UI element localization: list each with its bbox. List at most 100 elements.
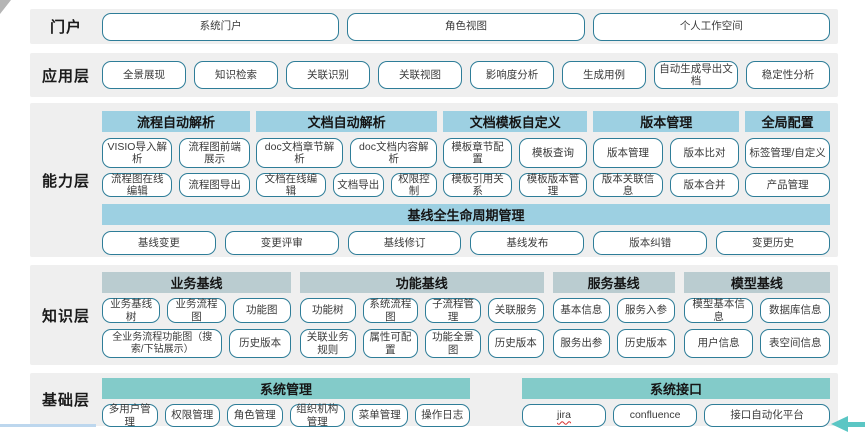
module-button[interactable]: 表空间信息 (760, 329, 831, 358)
module-button[interactable]: 基线发布 (470, 231, 585, 255)
module-button[interactable]: 版本纠错 (593, 231, 708, 255)
module-button[interactable]: 流程图导出 (179, 173, 250, 197)
module-button[interactable]: 版本管理 (593, 138, 663, 168)
group-header: 功能基线 (299, 272, 544, 293)
layer-label-portal: 门户 (49, 19, 82, 36)
module-button[interactable]: 产品管理 (745, 173, 830, 197)
module-button[interactable]: 影响度分析 (470, 61, 554, 89)
module-button[interactable]: 文档导出 (332, 173, 384, 197)
module-button[interactable]: 系统门户 (102, 12, 340, 41)
module-button[interactable]: 角色管理 (227, 404, 283, 427)
group-button-row: 文档在线编辑文档导出权限控制 (255, 173, 438, 197)
group-header: 模型基线 (683, 272, 830, 293)
module-button[interactable]: 权限控制 (390, 173, 438, 197)
module-button[interactable]: jira (522, 404, 607, 427)
group-button-row: jira confluence 接口自动化平台 (522, 404, 831, 427)
module-button[interactable]: 基线变更 (102, 231, 216, 255)
group-button-row: 基本信息服务入参 (552, 298, 675, 323)
module-button[interactable]: 子流程管理 (425, 298, 481, 323)
module-button[interactable]: 个人工作空间 (592, 12, 830, 41)
baseline-lifecycle-header: 基线全生命周期管理 (102, 204, 830, 225)
module-button[interactable]: 关联服务 (487, 298, 544, 323)
group-button-row: 多用户管理权限管理角色管理组织机构管理菜单管理操作日志 (102, 403, 470, 428)
module-button[interactable]: 业务基线树 (102, 298, 161, 323)
module-button[interactable]: 模板查询 (518, 138, 588, 168)
module-button[interactable]: 菜单管理 (352, 404, 408, 427)
module-button[interactable]: 关联视图 (378, 61, 462, 89)
group: 功能基线功能树系统流程图子流程管理关联服务关联业务规则属性可配置功能全景图历史版… (299, 272, 544, 358)
module-button[interactable]: 自动生成导出文档 (654, 61, 738, 89)
module-button[interactable]: 服务出参 (552, 329, 611, 358)
group-header: 文档模板自定义 (443, 111, 588, 132)
module-button[interactable]: doc文档内容解析 (350, 138, 438, 168)
layer-band-knowledge: 知识层 业务基线业务基线树业务流程图功能图全业务流程功能图（搜索/下钻展示）历史… (30, 265, 838, 365)
group-button-row: 产品管理 (745, 173, 830, 197)
module-button[interactable]: 变更评审 (224, 231, 339, 255)
module-button[interactable]: 功能树 (299, 298, 356, 323)
module-button[interactable]: confluence (613, 404, 698, 427)
module-button[interactable]: 稳定性分析 (746, 61, 830, 89)
module-button[interactable]: 多用户管理 (102, 403, 158, 428)
application-button-row: 全景展现知识检索关联识别关联视图影响度分析生成用例自动生成导出文档稳定性分析 (102, 61, 830, 89)
module-button[interactable]: 文档在线编辑 (255, 173, 326, 197)
module-button[interactable]: 生成用例 (562, 61, 646, 89)
module-button[interactable]: 基本信息 (552, 298, 611, 323)
module-button[interactable]: 知识检索 (194, 61, 278, 89)
module-button[interactable]: 功能全景图 (425, 329, 481, 358)
module-button[interactable]: 版本关联信息 (593, 173, 663, 197)
module-button[interactable]: 模板章节配置 (443, 138, 512, 168)
module-button[interactable]: 基线修订 (347, 231, 462, 255)
group-button-row: 流程图在线编辑流程图导出 (102, 173, 250, 197)
group-button-row: 用户信息表空间信息 (683, 329, 831, 358)
group-header: 系统接口 (522, 378, 830, 399)
group: 业务基线业务基线树业务流程图功能图全业务流程功能图（搜索/下钻展示）历史版本 (102, 272, 291, 358)
module-button[interactable]: 版本比对 (669, 138, 740, 168)
module-button[interactable]: doc文档章节解析 (255, 138, 344, 168)
module-button[interactable]: 版本合并 (669, 173, 740, 197)
group-button-row: VISIO导入解析流程图前端展示 (102, 138, 250, 168)
module-button[interactable]: 历史版本 (617, 329, 675, 358)
module-button[interactable]: 属性可配置 (362, 329, 419, 358)
group-button-row: 全业务流程功能图（搜索/下钻展示）历史版本 (102, 329, 291, 358)
group-header: 流程自动解析 (102, 111, 250, 132)
group-button-row: 标签管理/自定义 (745, 138, 830, 168)
module-button[interactable]: 操作日志 (414, 404, 470, 427)
group-header: 全局配置 (745, 111, 830, 132)
module-button[interactable]: 全业务流程功能图（搜索/下钻展示） (102, 329, 223, 358)
module-button[interactable]: 功能图 (232, 298, 291, 323)
group-button-row: 服务出参历史版本 (552, 329, 675, 358)
module-button[interactable]: 历史版本 (487, 329, 544, 358)
module-button[interactable]: 服务入参 (617, 298, 675, 323)
module-button[interactable]: 角色视图 (347, 12, 585, 41)
layer-label-capability: 能力层 (41, 172, 90, 190)
module-button[interactable]: 数据库信息 (760, 298, 831, 323)
module-button[interactable]: 全景展现 (102, 61, 186, 89)
module-button[interactable]: 流程图前端展示 (179, 138, 250, 168)
module-button[interactable]: 关联业务规则 (299, 329, 356, 358)
module-button[interactable]: 业务流程图 (167, 298, 226, 323)
module-button[interactable]: 模板引用关系 (443, 173, 512, 197)
module-button[interactable]: 接口自动化平台 (704, 404, 831, 427)
group: 文档模板自定义模板章节配置模板查询模板引用关系模板版本管理 (443, 111, 588, 197)
module-button[interactable]: 组织机构管理 (289, 403, 345, 428)
module-button[interactable]: 标签管理/自定义 (745, 138, 830, 168)
module-button[interactable]: 模型基本信息 (683, 298, 754, 323)
module-button[interactable]: 用户信息 (683, 329, 754, 358)
layer-label-foundation: 基础层 (41, 392, 90, 409)
module-button[interactable]: VISIO导入解析 (102, 138, 173, 168)
group-header: 版本管理 (593, 111, 740, 132)
module-button[interactable]: 变更历史 (716, 231, 830, 255)
baseline-button-row: 基线变更变更评审基线修订基线发布版本纠错变更历史 (102, 231, 830, 255)
module-button[interactable]: 系统流程图 (362, 298, 419, 323)
module-button[interactable]: 权限管理 (164, 404, 220, 427)
module-button[interactable]: 历史版本 (229, 329, 291, 358)
module-button[interactable]: 流程图在线编辑 (102, 173, 173, 197)
module-button[interactable]: 模板版本管理 (518, 173, 588, 197)
layer-band-portal: 门户 系统门户角色视图个人工作空间 (30, 9, 838, 44)
group-button-row: 模板引用关系模板版本管理 (443, 173, 588, 197)
module-button[interactable]: 关联识别 (286, 61, 370, 89)
